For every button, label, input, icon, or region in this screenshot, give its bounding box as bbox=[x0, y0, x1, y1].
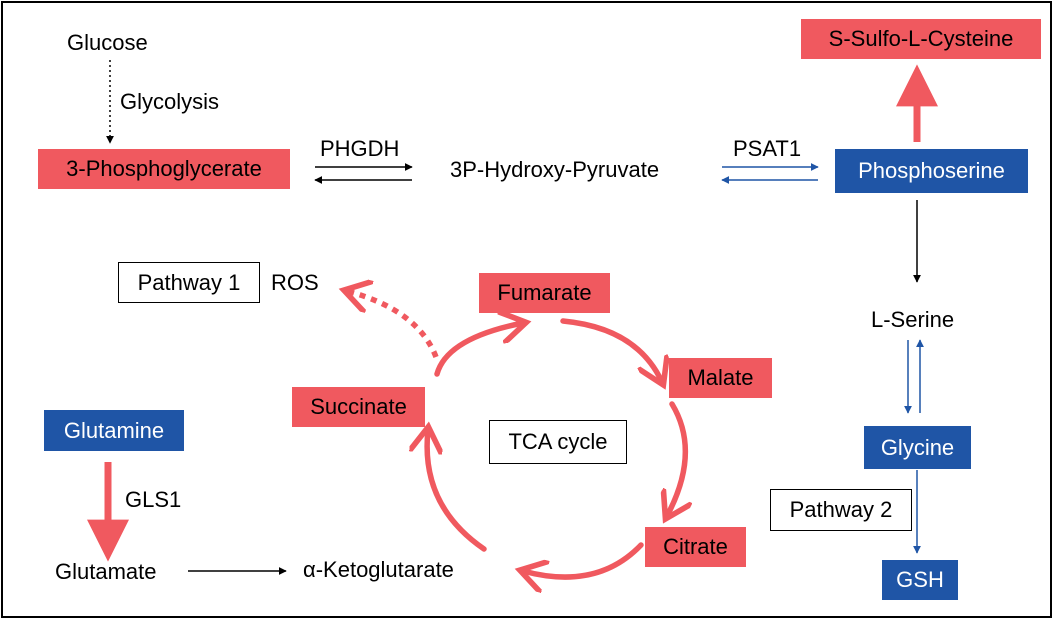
tca-arc-akg-to-succinate bbox=[427, 430, 487, 552]
alpha-ketoglutarate-label: α-Ketoglutarate bbox=[303, 557, 454, 582]
l-serine-label: L-Serine bbox=[871, 307, 955, 332]
glutamine-node: Glutamine bbox=[44, 410, 184, 451]
psat1-label: PSAT1 bbox=[733, 136, 802, 161]
malate-node: Malate bbox=[669, 358, 772, 398]
citrate-node: Citrate bbox=[645, 527, 746, 567]
glutamate-label: Glutamate bbox=[55, 559, 157, 584]
succinate-node: Succinate bbox=[292, 387, 425, 427]
glucose-label: Glucose bbox=[67, 30, 148, 55]
pathway-1-box: Pathway 1 bbox=[118, 262, 260, 303]
tca-arc-succinate-to-fumarate bbox=[434, 323, 523, 377]
s-sulfo-l-cysteine-node: S-Sulfo-L-Cysteine bbox=[801, 19, 1041, 59]
gls1-label: GLS1 bbox=[125, 487, 182, 512]
phosphoserine-node: Phosphoserine bbox=[835, 149, 1028, 193]
tca-arc-malate-to-citrate bbox=[667, 401, 685, 516]
3-phosphoglycerate-node: 3-Phosphoglycerate bbox=[38, 149, 290, 189]
glycine-node: Glycine bbox=[864, 426, 971, 469]
tca-arc-fumarate-to-malate bbox=[560, 318, 662, 382]
glycolysis-label: Glycolysis bbox=[120, 89, 220, 114]
succinate-to-ros-arrow bbox=[347, 291, 439, 359]
hydroxy-pyruvate-label: 3P-Hydroxy-Pyruvate bbox=[450, 157, 660, 182]
phgdh-label: PHGDH bbox=[320, 136, 400, 161]
tca-arc-citrate-to-akg bbox=[523, 542, 644, 577]
pathway-2-box: Pathway 2 bbox=[770, 489, 912, 531]
tca-cycle-box: TCA cycle bbox=[489, 420, 627, 464]
gsh-node: GSH bbox=[882, 560, 958, 600]
ros-label: ROS bbox=[271, 270, 319, 295]
fumarate-node: Fumarate bbox=[479, 273, 610, 313]
